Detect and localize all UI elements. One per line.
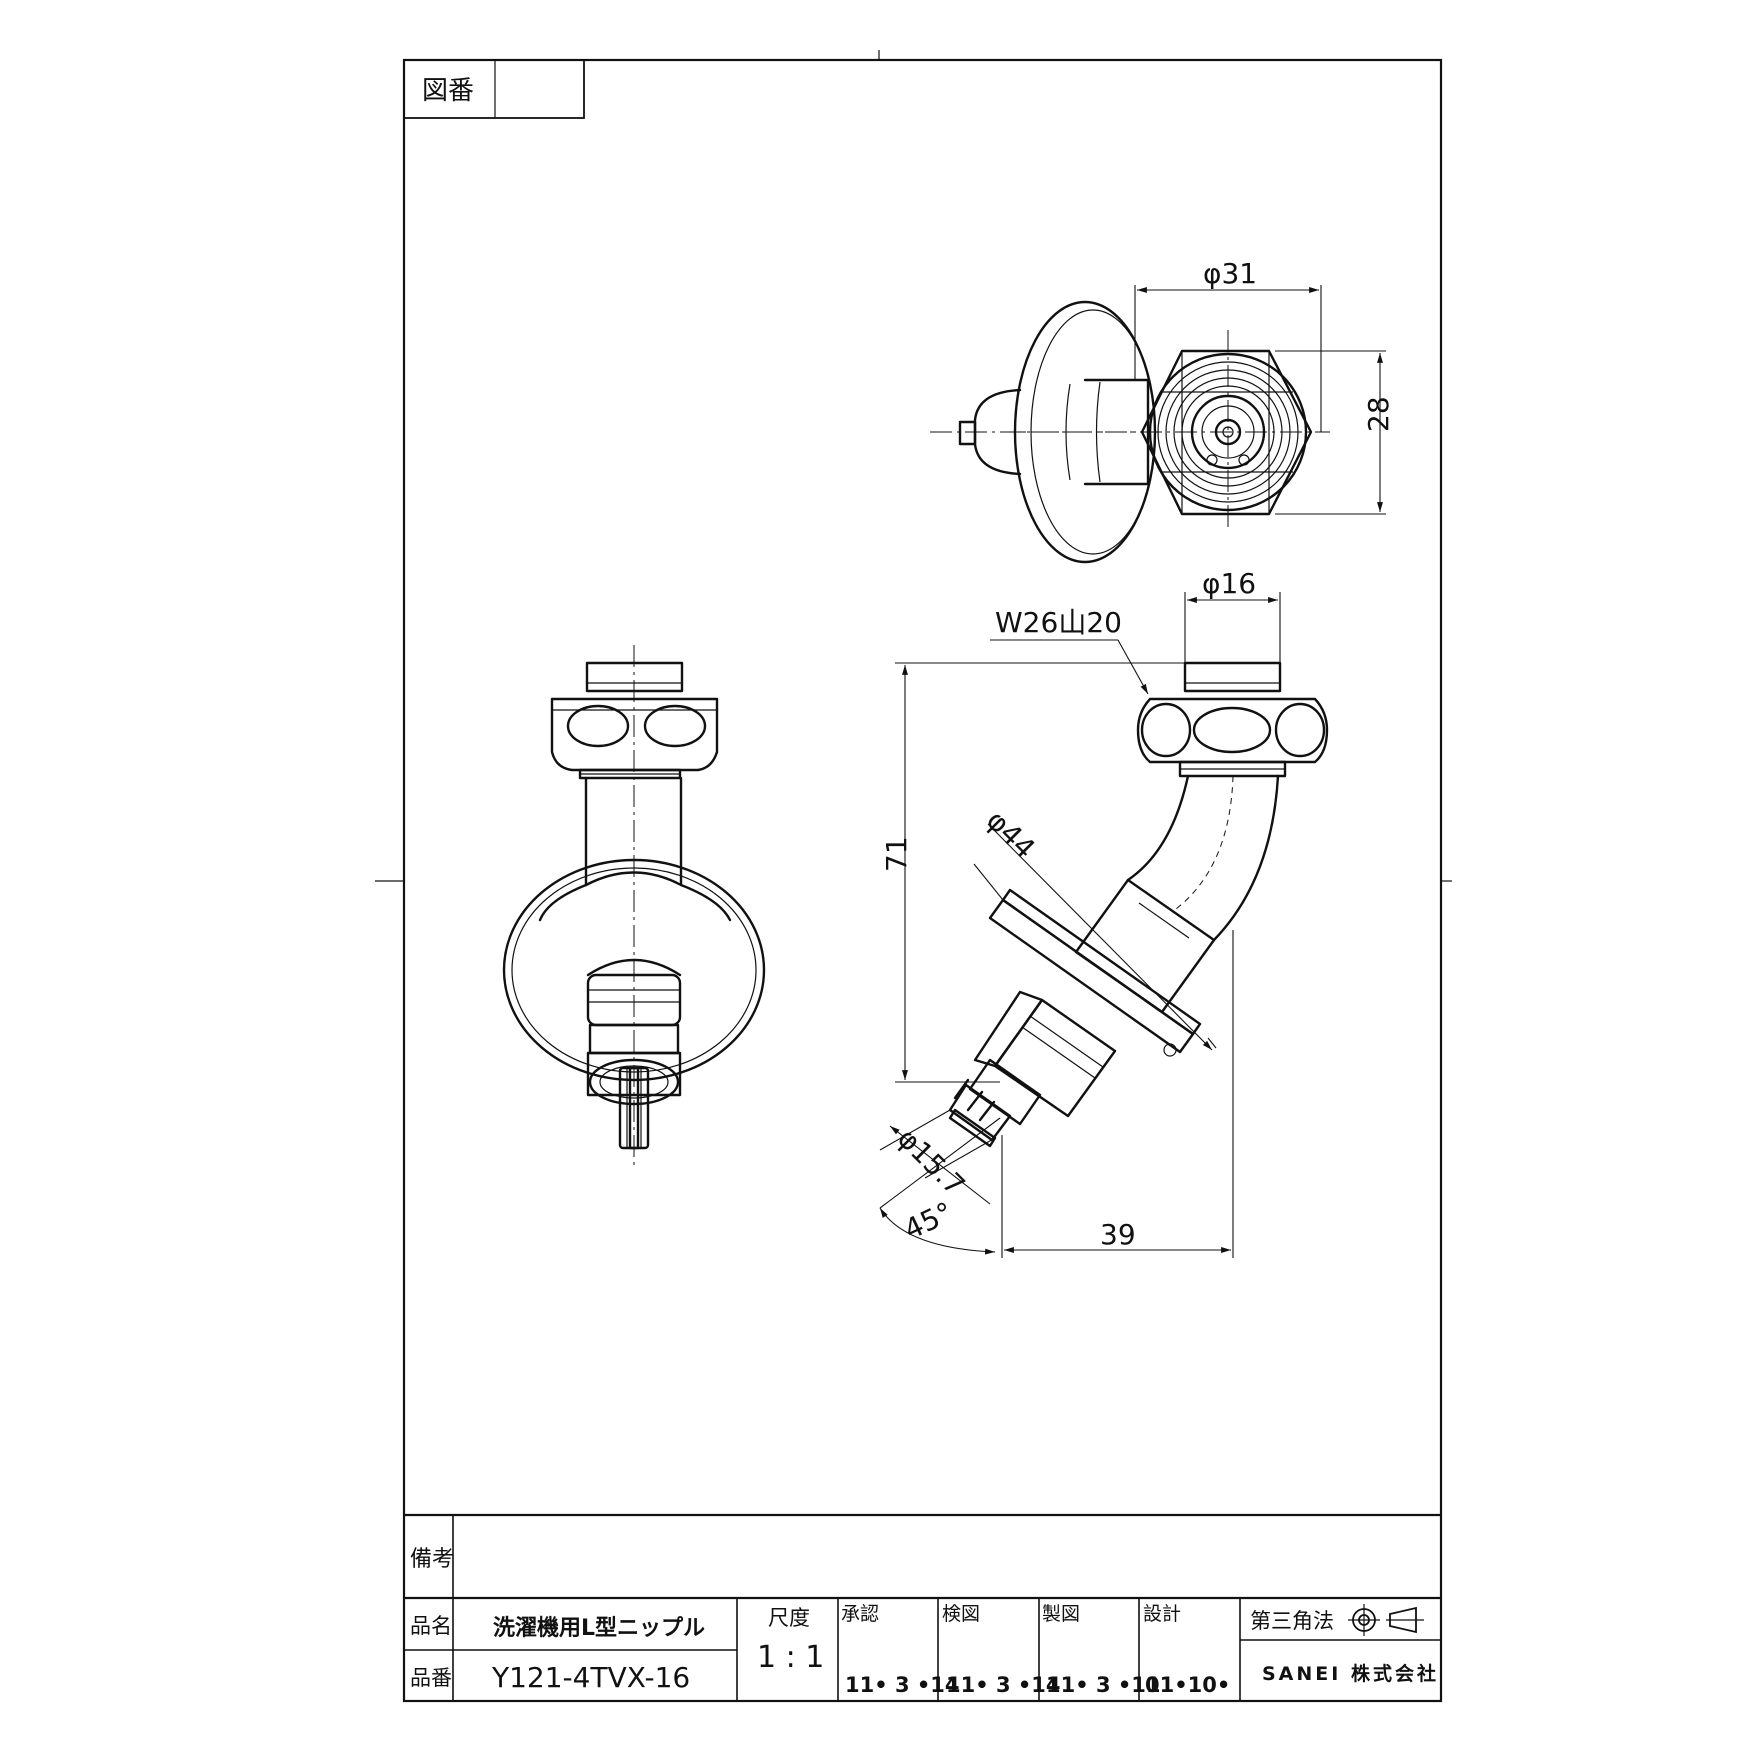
check-label: 検図 — [942, 1603, 980, 1625]
approval-label: 承認 — [841, 1603, 879, 1625]
dim-top-diameter: φ31 — [1203, 257, 1257, 290]
top-view-dimensions: φ31 28 — [1134, 257, 1395, 515]
drawing-number-box: 図番 — [403, 59, 585, 119]
product-number: Y121-4TVX-16 — [491, 1661, 690, 1694]
title-block: 備考 品名 洗濯機用L型ニップル 品番 Y121-4TVX-16 尺度 1 : … — [404, 1513, 1441, 1701]
product-name-label: 品名 — [410, 1614, 452, 1638]
dim-thread: W26山20 — [995, 606, 1122, 639]
drawing-number-label: 図番 — [422, 76, 474, 106]
dim-top-height: 28 — [1362, 396, 1395, 432]
dim-nut-diameter: φ16 — [1202, 567, 1256, 600]
product-name: 洗濯機用L型ニップル — [493, 1616, 705, 1641]
top-view — [930, 300, 1330, 564]
projection-label: 第三角法 — [1250, 1609, 1334, 1633]
check-date: 11• 3 •14 — [946, 1673, 1061, 1697]
dim-overall-height: 71 — [880, 836, 913, 872]
side-view — [948, 661, 1329, 1148]
drafting-label: 製図 — [1042, 1603, 1080, 1625]
side-view-dimensions: φ16 W26山20 71 φ44 φ15.7 45° 39 — [879, 567, 1281, 1258]
front-view — [502, 645, 766, 1165]
approval-date: 11• 3 •14 — [845, 1673, 960, 1697]
scale-label: 尺度 — [768, 1606, 810, 1630]
drafting-date: 11• 3 •11 — [1046, 1673, 1161, 1697]
dim-flange-diameter: φ44 — [980, 804, 1042, 866]
dim-horizontal-offset: 39 — [1100, 1218, 1136, 1251]
remarks-label: 備考 — [410, 1547, 454, 1572]
design-label: 設計 — [1143, 1603, 1181, 1625]
dim-angle: 45° — [899, 1195, 958, 1246]
product-number-label: 品番 — [410, 1666, 452, 1690]
sheet-frame — [375, 50, 1452, 1703]
third-angle-projection-icon — [1348, 1604, 1424, 1636]
scale: 1 : 1 — [757, 1640, 824, 1675]
design-date: 01•10• — [1145, 1673, 1230, 1697]
company: SANEI 株式会社 — [1262, 1662, 1439, 1685]
